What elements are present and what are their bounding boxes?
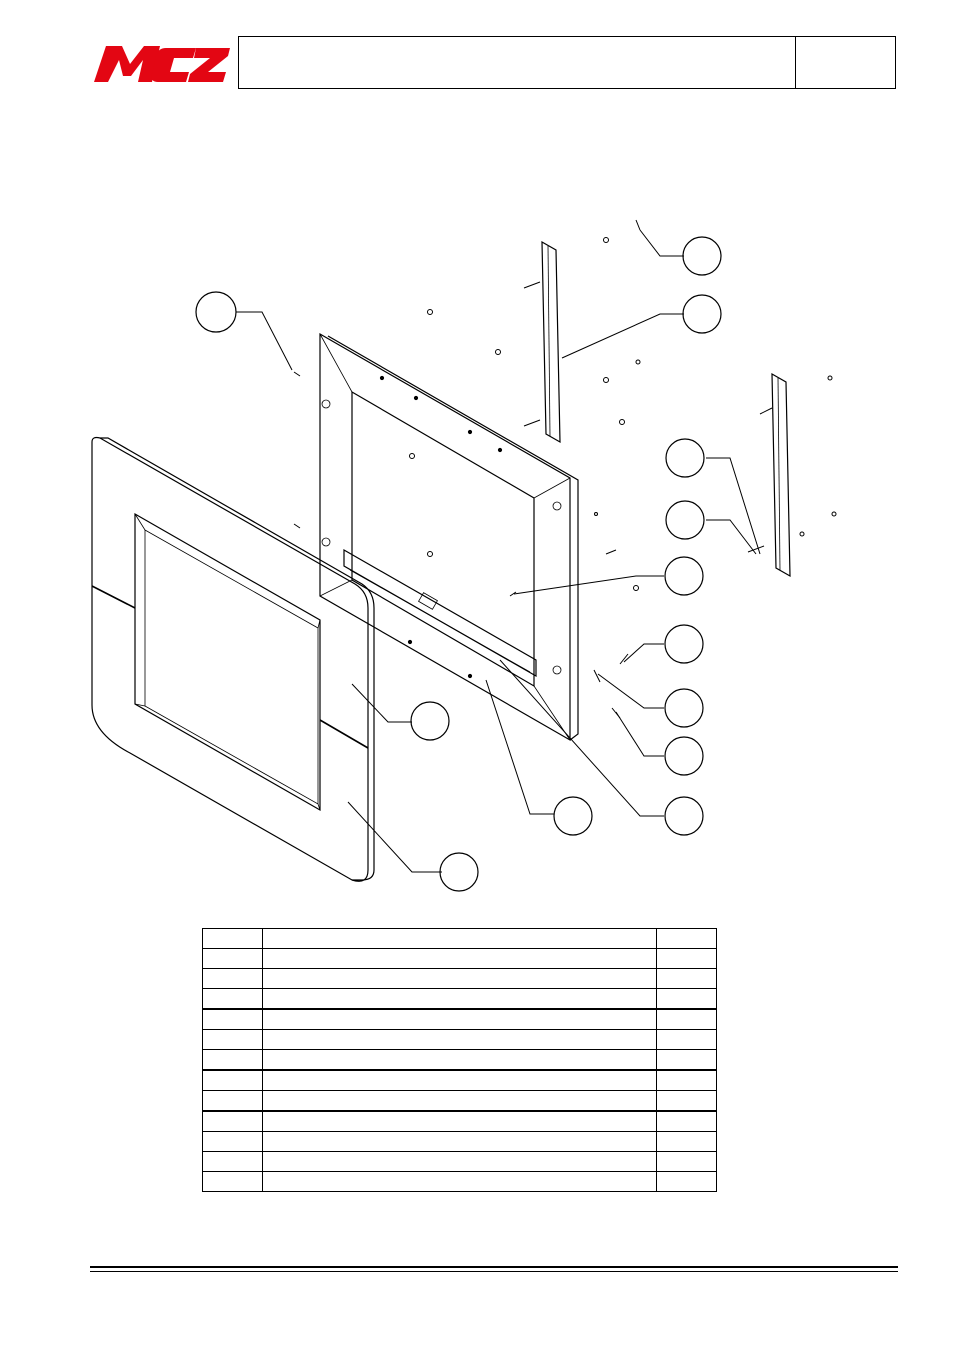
- description-cell: [262, 948, 657, 969]
- description-cell: [262, 928, 657, 949]
- table-row: [202, 1151, 717, 1172]
- leader-lines: [236, 229, 761, 873]
- callout-circle: [664, 556, 704, 596]
- table-row: [202, 948, 717, 969]
- table-row: [202, 1029, 717, 1050]
- description-cell: [262, 1151, 657, 1172]
- parts-table-body: [202, 928, 717, 1192]
- pos-cell: [202, 1008, 263, 1030]
- description-cell: [262, 968, 657, 989]
- description-cell: [262, 1110, 657, 1132]
- table-row: [202, 1110, 717, 1132]
- table-row: [202, 928, 717, 949]
- table-row: [202, 1008, 717, 1030]
- callout-circle: [665, 500, 705, 540]
- table-row: [202, 1131, 717, 1152]
- callout-circle: [665, 438, 705, 478]
- header-box: [238, 36, 896, 89]
- description-cell: [262, 1090, 657, 1112]
- code-cell: [656, 1069, 717, 1091]
- code-cell: [656, 1049, 717, 1071]
- bracket-right: [771, 372, 791, 578]
- code-cell: [656, 948, 717, 969]
- callout-circle: [664, 688, 704, 728]
- footer-rule-thin: [90, 1271, 898, 1272]
- description-cell: [262, 1069, 657, 1091]
- bracket-left: [541, 240, 561, 444]
- front-frame: [91, 436, 375, 882]
- fasteners: [293, 219, 837, 719]
- description-cell: [262, 1131, 657, 1152]
- callout-circle: [195, 291, 237, 333]
- pos-cell: [202, 1029, 263, 1050]
- pos-cell: [202, 968, 263, 989]
- table-row: [202, 988, 717, 1010]
- pos-cell: [202, 948, 263, 969]
- description-cell: [262, 1029, 657, 1050]
- pos-cell: [202, 1131, 263, 1152]
- exploded-view-drawing: [91, 219, 837, 892]
- pos-cell: [202, 928, 263, 949]
- code-cell: [656, 1029, 717, 1050]
- parts-list-table: [202, 928, 717, 1192]
- table-row: [202, 1049, 717, 1071]
- pos-cell: [202, 1090, 263, 1112]
- code-cell: [656, 968, 717, 989]
- callout-circle: [553, 796, 593, 836]
- callout-circle: [410, 701, 450, 741]
- mcz-logo: [94, 46, 230, 82]
- description-cell: [262, 1008, 657, 1030]
- description-cell: [262, 1049, 657, 1071]
- table-row: [202, 1171, 717, 1192]
- code-cell: [656, 988, 717, 1010]
- code-cell: [656, 1131, 717, 1152]
- table-row: [202, 968, 717, 989]
- code-cell: [656, 1151, 717, 1172]
- code-cell: [656, 928, 717, 949]
- callout-circle: [439, 852, 479, 892]
- pos-cell: [202, 1151, 263, 1172]
- callout-circles: [195, 236, 722, 892]
- callout-circle: [664, 624, 704, 664]
- code-cell: [656, 1110, 717, 1132]
- header-divider: [795, 37, 796, 88]
- code-cell: [656, 1171, 717, 1192]
- pos-cell: [202, 1171, 263, 1192]
- callout-circle: [664, 736, 704, 776]
- code-cell: [656, 1090, 717, 1112]
- description-cell: [262, 988, 657, 1010]
- table-row: [202, 1069, 717, 1091]
- callout-circle: [682, 236, 722, 276]
- rear-frame: [319, 332, 579, 742]
- callout-circle: [682, 294, 722, 334]
- pos-cell: [202, 988, 263, 1010]
- table-row: [202, 1090, 717, 1112]
- pos-cell: [202, 1049, 263, 1071]
- description-cell: [262, 1171, 657, 1192]
- pos-cell: [202, 1069, 263, 1091]
- pos-cell: [202, 1110, 263, 1132]
- code-cell: [656, 1008, 717, 1030]
- callout-circle: [664, 796, 704, 836]
- footer-rule: [90, 1266, 898, 1268]
